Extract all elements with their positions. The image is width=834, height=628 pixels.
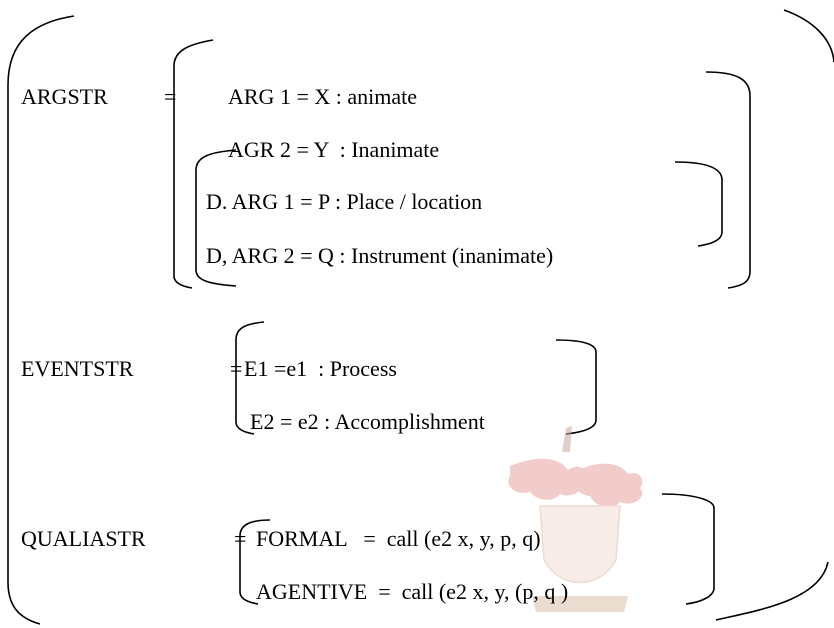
qualiastr-equals: = <box>234 526 247 551</box>
argstr-label: ARGSTR <box>21 84 108 109</box>
eventstr-close-bracket <box>555 339 597 435</box>
qualiastr-agentive: AGENTIVE = call (e2 x, y, (p, q ) <box>256 579 569 604</box>
darg-open-bracket <box>195 149 237 287</box>
outer-top-left-corner <box>7 15 75 86</box>
outer-top-right-corner <box>783 9 834 63</box>
argstr-open-bracket <box>173 39 214 289</box>
outer-bottom-left-corner <box>7 581 41 625</box>
eventstr-e2: E2 = e2 : Accomplishment <box>250 409 485 434</box>
qualiastr-label: QUALIASTR <box>21 526 146 551</box>
argstr-equals: = <box>164 84 177 109</box>
eventstr-e1: E1 =e1 : Process <box>244 356 397 381</box>
argstr-close-bracket <box>705 71 751 289</box>
argstr-default-arg2: D, ARG 2 = Q : Instrument (inanimate) <box>206 243 554 268</box>
qualiastr-close-bracket <box>661 493 715 605</box>
darg-close-bracket <box>674 161 723 247</box>
eventstr-equals: = <box>230 356 243 381</box>
outer-bottom-right-corner <box>715 561 829 621</box>
argstr-default-arg1: D. ARG 1 = P : Place / location <box>206 189 483 214</box>
eventstr-open-bracket <box>235 321 265 435</box>
argstr-arg2: AGR 2 = Y : Inanimate <box>228 137 440 162</box>
eventstr-label: EVENTSTR <box>21 356 134 381</box>
qualiastr-open-bracket <box>239 519 271 605</box>
argstr-arg1: ARG 1 = X : animate <box>228 84 417 109</box>
qualiastr-formal: FORMAL = call (e2 x, y, p, q) <box>256 526 541 551</box>
